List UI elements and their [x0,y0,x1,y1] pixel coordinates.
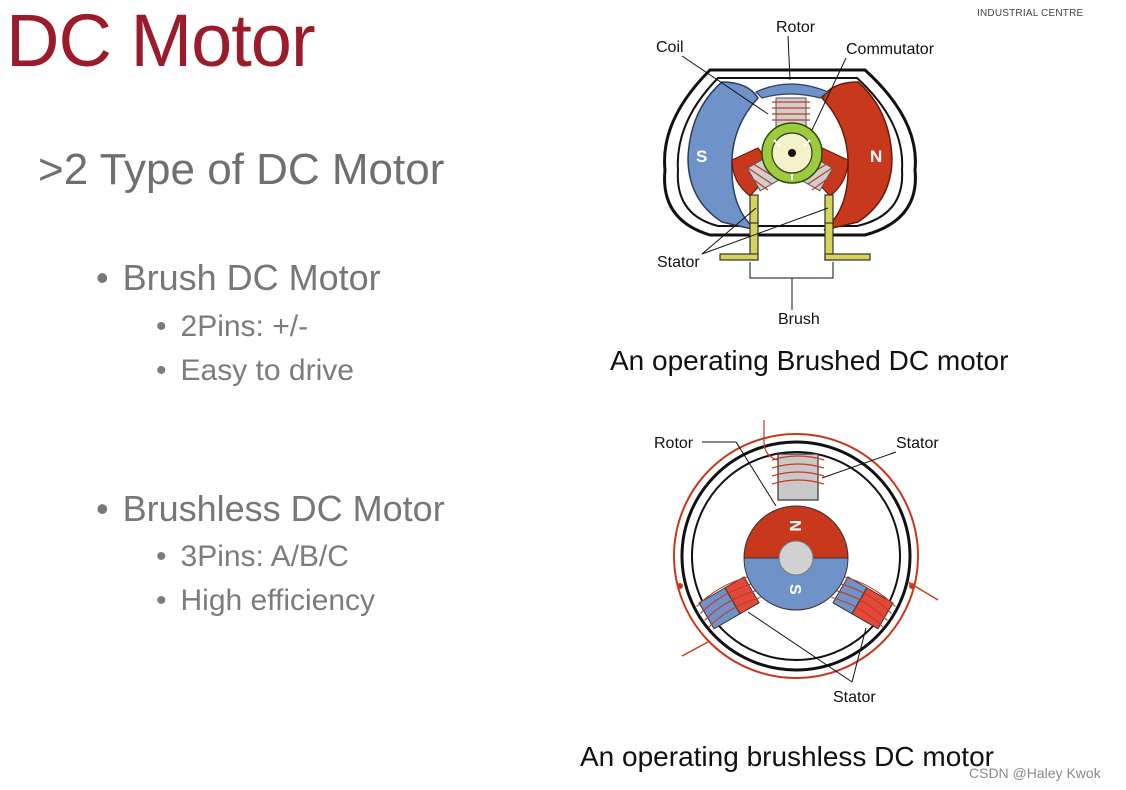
org-label: INDUSTRIAL CENTRE [977,8,1084,19]
slide-title: DC Motor [6,0,316,82]
stator-label: Stator [657,254,700,271]
commutator-label: Commutator [846,41,935,58]
sub-bullet-3pins: • 3Pins: A/B/C [156,540,349,573]
bullet-dot: • [156,540,167,573]
bullet-label: Brush DC Motor [122,257,381,298]
rotor-label: Rotor [776,19,816,36]
coil-wire-ring [673,433,919,679]
rotor-south-label: S [786,584,803,595]
bullet-dot: • [96,257,109,298]
sub-bullet-2pins: • 2Pins: +/- [156,310,308,343]
north-pole-magnet [821,81,893,231]
rotor-south-half [743,557,849,611]
brush-assembly [719,194,871,261]
sub-bullet-high-efficiency: • High efficiency [156,584,375,617]
stator-coil-right [831,576,896,630]
bullet-label: Brushless DC Motor [122,488,445,529]
rotor-top-pole [754,83,830,99]
brushed-motor-caption: An operating Brushed DC motor [610,345,1009,376]
stator-inner-ring [691,451,901,661]
south-pole-label: S [696,147,707,166]
rotor-north-label: N [786,520,803,532]
stator-coil-top [763,420,825,501]
bullet-dot: • [96,488,109,529]
stator-top-label: Stator [896,435,939,452]
sub-bullet-easy-to-drive: • Easy to drive [156,354,354,387]
sub-bullet-label: Easy to drive [180,354,354,387]
bullet-brushless-dc-motor: • Brushless DC Motor [96,489,445,529]
bullet-dot: • [156,584,167,617]
south-pole-magnet [687,81,759,231]
bullet-dot: • [156,354,167,387]
sub-bullet-label: 2Pins: +/- [180,310,309,343]
brushless-motor-diagram: N S Rotor Stator Stator [636,420,956,720]
north-pole-label: N [870,147,882,166]
stator-outer-ring [680,440,912,672]
rotor-north-half [743,505,849,559]
sub-bullet-label: High efficiency [180,584,376,617]
bullet-dot: • [156,310,167,343]
coil-label: Coil [656,39,684,56]
brushed-motor-diagram: S N Rotor Coil Commutator Stator Brush [640,10,970,335]
bullet-brush-dc-motor: • Brush DC Motor [96,258,381,298]
slide-heading: >2 Type of DC Motor [38,145,445,194]
brush-label: Brush [778,311,820,328]
rotor-shaft [778,540,814,576]
brushless-motor-caption: An operating brushless DC motor [580,741,994,772]
rotor-label: Rotor [654,435,694,452]
stator-bottom-label: Stator [833,689,876,706]
watermark: CSDN @Haley Kwok [969,765,1101,781]
sub-bullet-label: 3Pins: A/B/C [180,540,349,573]
stator-coil-left [696,576,761,630]
